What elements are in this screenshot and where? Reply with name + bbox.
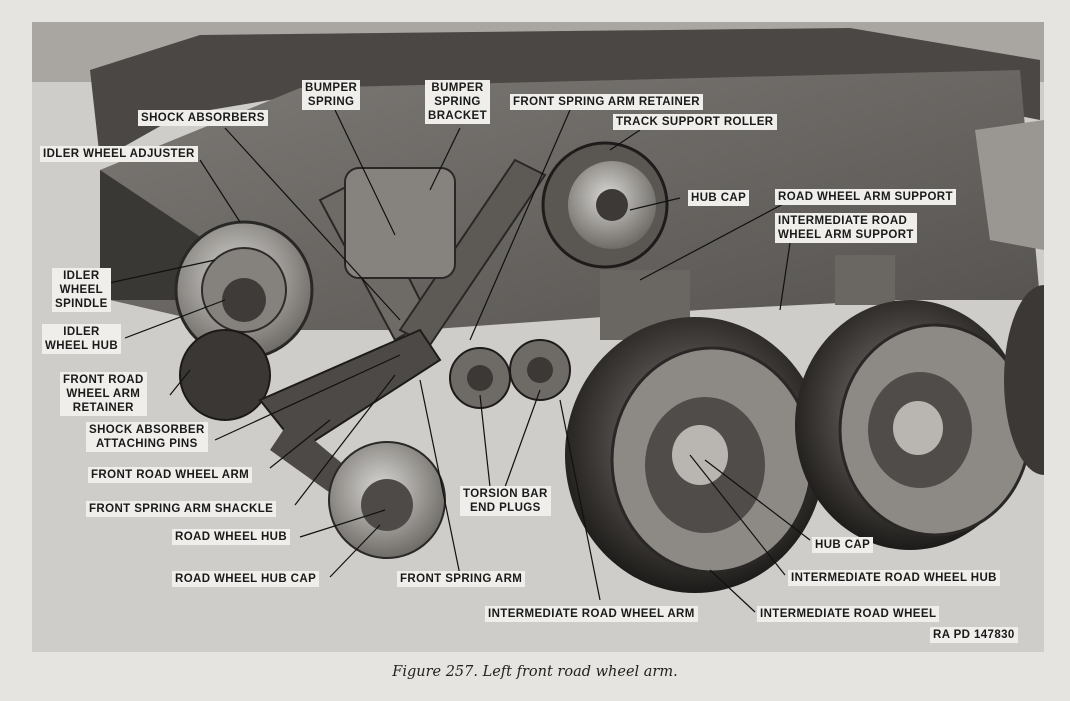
leader-lines xyxy=(99,109,811,613)
label-intermediate-road-wheel-hub: INTERMEDIATE ROAD WHEEL HUB xyxy=(788,570,1000,586)
label-hub-cap-lower: HUB CAP xyxy=(812,537,874,553)
label-front-spring-arm-retainer: FRONT SPRING ARM RETAINER xyxy=(510,94,703,110)
label-front-spring-arm-shackle: FRONT SPRING ARM SHACKLE xyxy=(86,501,277,517)
label-ra-pd-number: RA PD 147830 xyxy=(930,627,1018,643)
label-intermediate-road-wheel: INTERMEDIATE ROAD WHEEL xyxy=(757,606,940,622)
label-road-wheel-hub-cap: ROAD WHEEL HUB CAP xyxy=(172,571,320,587)
suspension-photo xyxy=(32,22,1044,652)
figure-caption: Figure 257. Left front road wheel arm. xyxy=(392,664,678,680)
label-front-spring-arm: FRONT SPRING ARM xyxy=(397,571,526,587)
label-shock-absorbers: SHOCK ABSORBERS xyxy=(138,110,268,126)
label-track-support-roller: TRACK SUPPORT ROLLER xyxy=(613,114,777,130)
label-road-wheel-hub: ROAD WHEEL HUB xyxy=(172,529,291,545)
label-intermediate-road-wheel-arm: INTERMEDIATE ROAD WHEEL ARM xyxy=(485,606,698,622)
label-road-wheel-arm-support: ROAD WHEEL ARM SUPPORT xyxy=(775,189,956,205)
label-idler-wheel-adjuster: IDLER WHEEL ADJUSTER xyxy=(40,146,198,162)
label-front-road-wheel-arm: FRONT ROAD WHEEL ARM xyxy=(88,467,253,483)
label-hub-cap-upper: HUB CAP xyxy=(688,190,750,206)
